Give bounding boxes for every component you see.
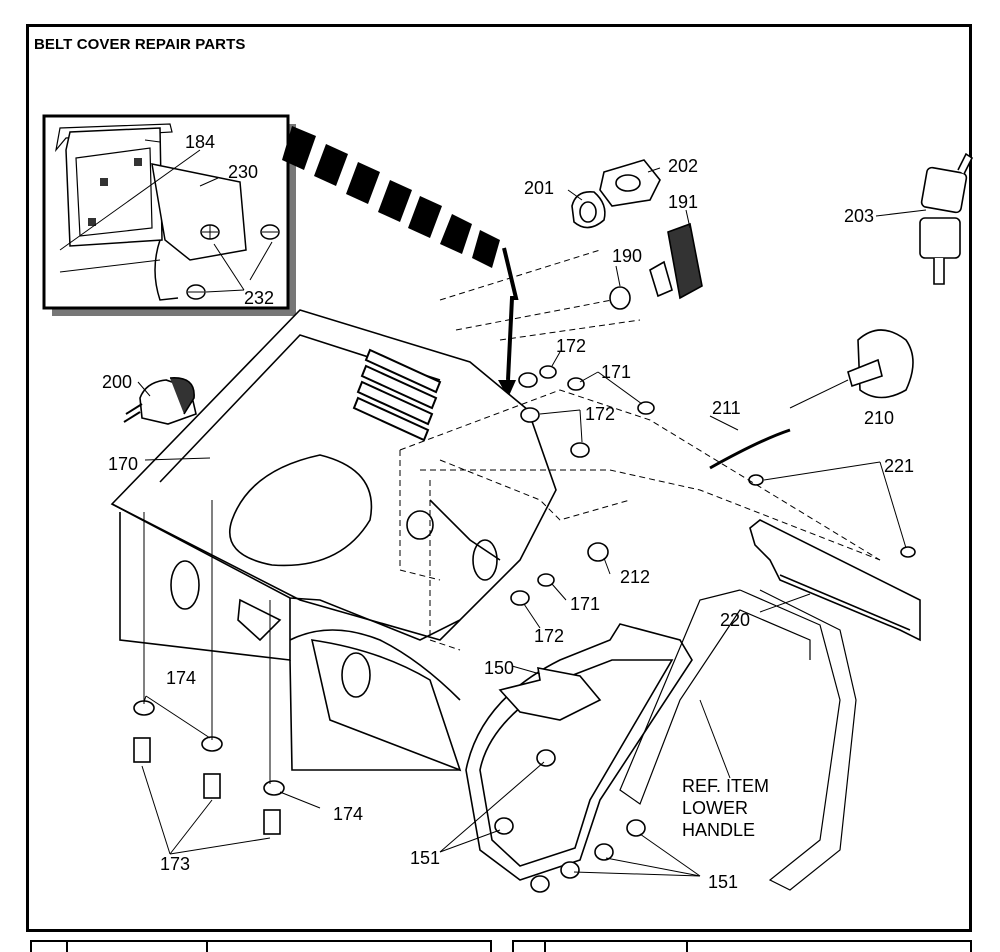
label-202: 202 [668,156,698,176]
inset-screw-b [260,224,280,240]
label-230: 230 [228,162,258,182]
label-ref-item: REF. ITEM [682,776,769,796]
label-203: 203 [844,206,874,226]
label-handle: HANDLE [682,820,755,840]
label-184: 184 [185,132,215,152]
label-lower: LOWER [682,798,748,818]
label-210: 210 [864,408,894,428]
label-172-bottom: 172 [534,626,564,646]
diagram-frame [26,24,972,932]
label-171-bottom: 171 [570,594,600,614]
cable-211 [709,428,791,470]
main-housing [110,309,557,772]
inset-screw-a [200,224,220,240]
label-211: 211 [712,398,741,418]
label-151-left: 151 [410,848,440,868]
label-201: 201 [524,178,554,198]
label-172-mid: 172 [585,404,615,424]
label-232: 232 [244,288,274,308]
label-174-bottom: 174 [333,804,363,824]
washers [133,372,590,796]
label-174-top: 174 [166,668,196,688]
screws [494,365,916,893]
dashed-arrow [282,126,519,398]
label-220: 220 [720,610,750,630]
label-151-right: 151 [708,872,738,892]
keys-203 [919,152,974,285]
label-172-top: 172 [556,336,586,356]
label-170: 170 [108,454,138,474]
belt-cover-guard [465,623,693,881]
label-221: 221 [884,456,914,476]
dashed-alignment-lines [399,249,881,651]
label-150: 150 [484,658,514,678]
parts-201-202 [571,159,661,229]
inset-detail [42,114,296,316]
bracket-220 [749,519,921,642]
lower-handle [619,589,857,891]
bolts-173 [133,737,281,835]
vent-slots [352,348,442,442]
parts-190-191 [609,222,703,310]
label-173: 173 [160,854,190,874]
diagram-title: BELT COVER REPAIR PARTS [34,36,246,53]
label-171-top: 171 [601,362,631,382]
label-212: 212 [620,567,650,587]
label-191: 191 [668,192,698,212]
part-labels: 150 151 151 170 171 171 172 172 172 173 … [102,132,914,892]
label-200: 200 [102,372,132,392]
leader-lines [137,139,927,877]
switch-200 [123,377,197,425]
parts-table-right [512,940,972,952]
label-190: 190 [612,246,642,266]
knob-210 [789,329,914,409]
inset-screw-c [186,284,206,300]
parts-table-left [30,940,492,952]
